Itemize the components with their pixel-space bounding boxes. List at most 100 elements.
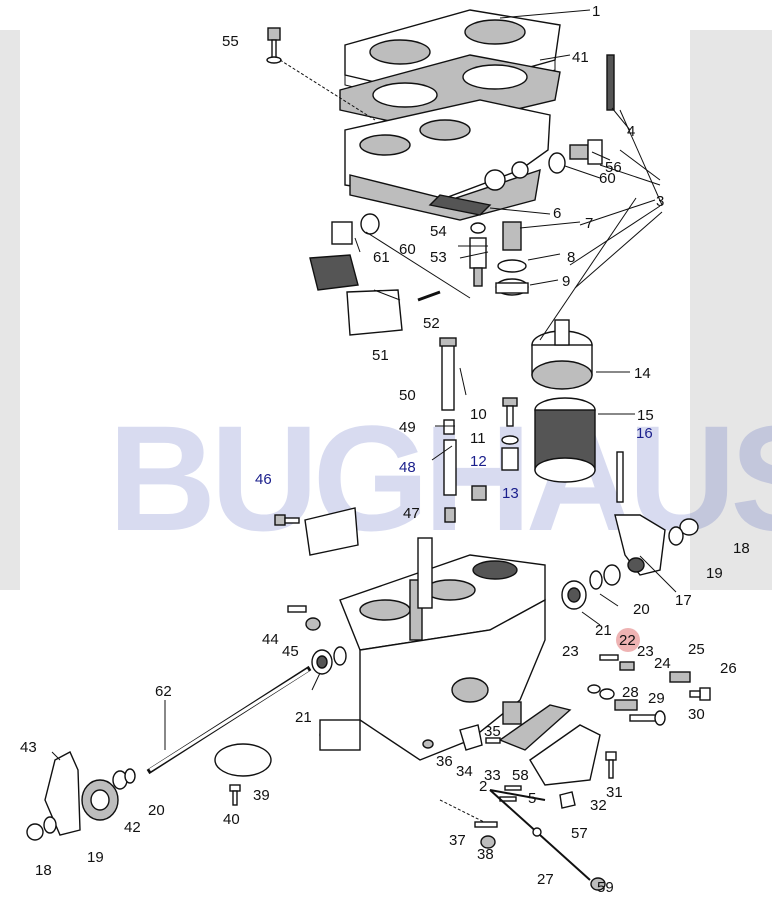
label-16: 16	[636, 425, 653, 442]
label-33: 33	[484, 767, 501, 784]
label-26: 26	[720, 660, 737, 677]
tube-48	[443, 439, 457, 496]
valve-53	[469, 237, 487, 287]
label-13: 13	[502, 485, 519, 502]
label-30: 30	[688, 706, 705, 723]
tube-50	[439, 337, 457, 411]
nut-13	[471, 485, 487, 501]
screw-44	[287, 605, 307, 613]
label-56: 56	[605, 159, 622, 176]
washer-60a	[548, 152, 566, 174]
label-42: 42	[124, 819, 141, 836]
label-52: 52	[423, 315, 440, 332]
label-38: 38	[477, 846, 494, 863]
pin-52	[417, 290, 441, 302]
plug-9	[495, 278, 529, 296]
washer-20a-2	[589, 570, 603, 590]
label-4: 4	[627, 123, 635, 140]
lever-17	[614, 514, 666, 576]
label-18b: 18	[35, 862, 52, 879]
plug-61	[331, 213, 380, 245]
throttle-disc-39	[214, 743, 272, 777]
jet-49	[443, 419, 455, 435]
screw-26	[689, 687, 711, 701]
label-60b: 60	[399, 241, 416, 258]
label-31: 31	[606, 784, 623, 801]
jet-47	[444, 507, 456, 523]
label-35: 35	[484, 723, 501, 740]
label-54: 54	[430, 223, 447, 240]
label-39: 39	[253, 787, 270, 804]
label-37: 37	[449, 832, 466, 849]
label-27: 27	[537, 871, 554, 888]
label-22: 22	[619, 632, 636, 649]
label-10: 10	[470, 406, 487, 423]
lever-32	[559, 791, 576, 809]
label-19b: 19	[87, 849, 104, 866]
nut-59	[590, 877, 606, 891]
lever-43	[44, 751, 81, 836]
label-9: 9	[562, 273, 570, 290]
spring-24	[619, 661, 635, 671]
label-18a: 18	[733, 540, 750, 557]
spring-29	[614, 699, 638, 711]
carburettor-cover-body	[344, 99, 551, 221]
label-34: 34	[456, 763, 473, 780]
label-21b: 21	[295, 709, 312, 726]
label-36: 36	[436, 753, 453, 770]
label-44: 44	[262, 631, 279, 648]
bearing-21a	[561, 580, 587, 610]
screw-10	[502, 397, 518, 427]
label-40: 40	[223, 811, 240, 828]
fitting-56	[569, 139, 603, 165]
label-61: 61	[373, 249, 390, 266]
rod-4	[606, 54, 615, 111]
washer-23b	[587, 684, 601, 694]
pin-58	[504, 785, 522, 791]
label-11: 11	[470, 430, 486, 447]
washer-11	[501, 435, 519, 445]
screw-37	[474, 821, 498, 828]
label-53: 53	[430, 249, 447, 266]
label-43: 43	[20, 739, 37, 756]
highlight-22	[616, 628, 640, 652]
label-7: 7	[585, 215, 593, 232]
label-45: 45	[282, 643, 299, 660]
label-8: 8	[567, 249, 575, 266]
label-46: 46	[255, 471, 272, 488]
nut-18b	[26, 823, 44, 841]
rod-16	[616, 451, 624, 503]
label-29: 29	[648, 690, 665, 707]
screw-55	[266, 27, 282, 64]
label-17: 17	[675, 592, 692, 609]
pump-gasket	[498, 704, 572, 751]
throttle-shaft-62	[146, 665, 312, 775]
pump-cover-32	[529, 724, 601, 786]
label-14: 14	[634, 365, 651, 382]
nut-36	[422, 739, 434, 749]
label-32: 32	[590, 797, 607, 814]
washer-20a	[603, 564, 621, 586]
label-62: 62	[155, 683, 172, 700]
label-20b: 20	[148, 802, 165, 819]
label-41: 41	[572, 49, 589, 66]
filter-7	[502, 221, 522, 251]
nut-38	[480, 835, 496, 849]
washer-54	[470, 222, 486, 234]
label-50: 50	[399, 387, 416, 404]
label-5: 5	[528, 790, 536, 807]
float-51	[309, 254, 403, 336]
washer-8	[497, 259, 527, 273]
label-2: 2	[479, 778, 487, 795]
label-3: 3	[656, 193, 664, 210]
screw-30	[629, 710, 666, 726]
label-25: 25	[688, 641, 705, 658]
label-19a: 19	[706, 565, 723, 582]
label-60a: 60	[599, 170, 616, 187]
clip-12	[501, 447, 519, 471]
screw-23a	[599, 654, 619, 661]
label-47: 47	[403, 505, 420, 522]
label-59: 59	[597, 879, 614, 896]
label-23a: 23	[562, 643, 579, 660]
